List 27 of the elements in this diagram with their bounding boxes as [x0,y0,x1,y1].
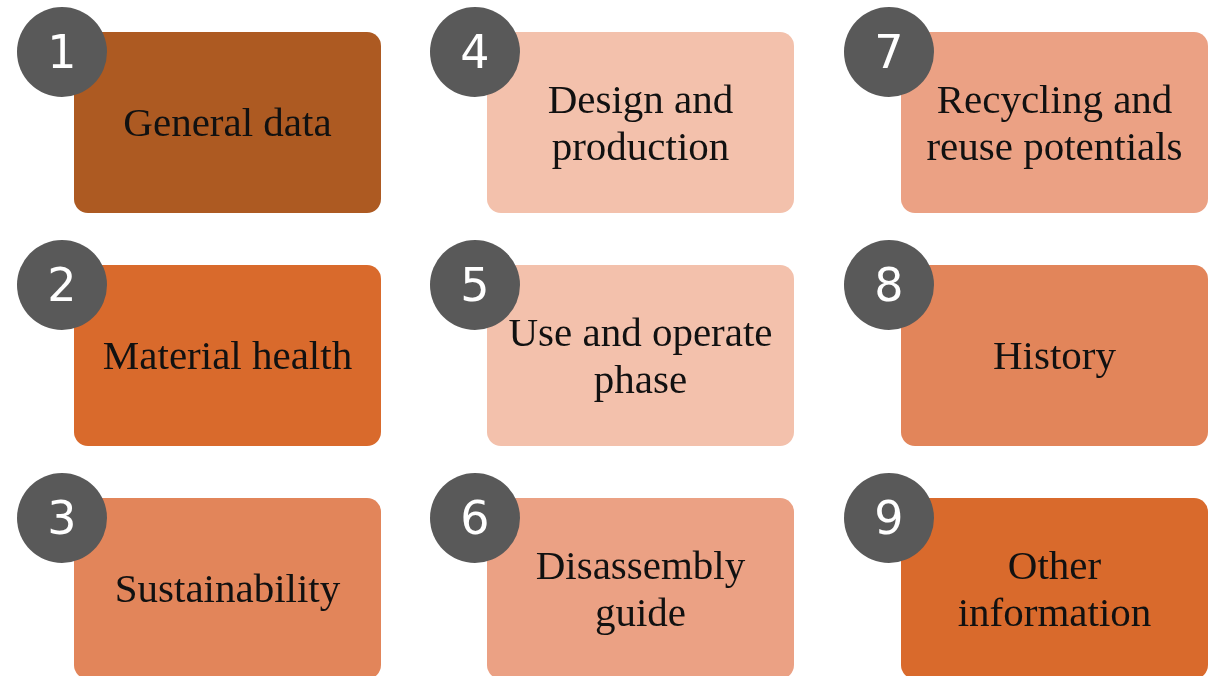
category-box [901,265,1208,446]
category-box [487,32,794,213]
step-number: 2 [47,258,77,312]
category-label: General data [123,99,332,146]
category-box [74,32,381,213]
step-number: 1 [47,25,77,79]
category-label: Material health [102,332,353,379]
category-label: History [993,332,1116,379]
category-label: Recycling and reuse potentials [925,75,1184,170]
category-label: Use and operate phase [507,308,774,403]
step-number: 4 [460,25,490,79]
category-box [901,32,1208,213]
category-label: Sustainability [114,565,341,612]
category-box [487,498,794,676]
step-number: 7 [874,25,904,79]
category-label: Design and production [546,75,735,170]
step-number: 5 [460,258,490,312]
category-box [74,265,381,446]
step-number: 6 [460,491,490,545]
step-number: 9 [874,491,904,545]
category-box [901,498,1208,676]
category-label: Other information [956,541,1153,636]
category-label: Disassembly guide [534,541,747,636]
step-number: 3 [47,491,77,545]
category-box [487,265,794,446]
category-box [74,498,381,676]
step-number: 8 [874,258,904,312]
